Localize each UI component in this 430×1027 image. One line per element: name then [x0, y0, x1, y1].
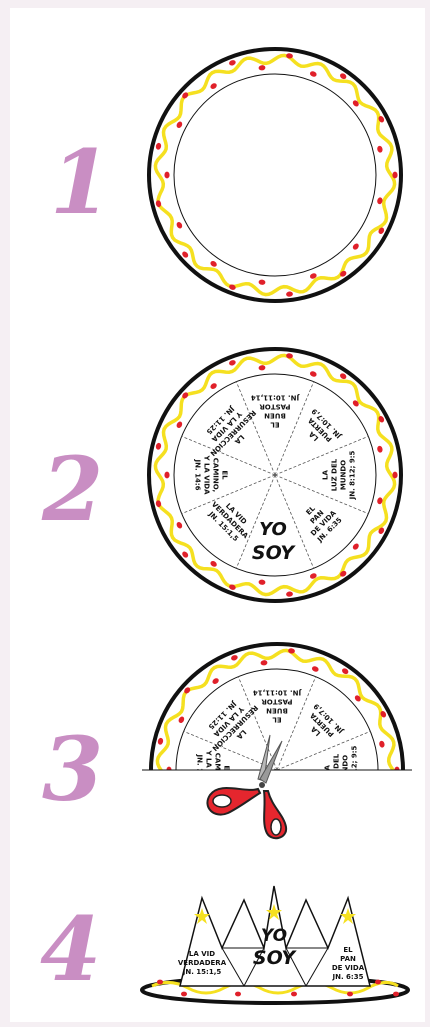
wedge-text-line: JN. 14:6 [194, 459, 202, 491]
wedge-text-line: LA [322, 469, 330, 479]
red-dot [181, 992, 187, 997]
inner-circle [174, 74, 376, 276]
crown-soy: SOY [253, 947, 297, 969]
wedge-text-line: PASTOR [261, 698, 293, 706]
red-dot [157, 980, 163, 985]
red-dot [393, 992, 399, 997]
red-dot [375, 980, 381, 985]
red-dot [347, 992, 353, 997]
paper-plate-plain [145, 45, 405, 305]
red-dot [164, 172, 169, 179]
crown-label-line: LA VID [189, 950, 215, 958]
crown-label-line: PAN [340, 955, 356, 963]
soy-text: SOY [252, 542, 296, 564]
step-number-4: 4 [40, 905, 101, 993]
red-dot [392, 172, 397, 179]
wedge-text-line: PASTOR [259, 403, 291, 411]
wedge-text-line: JN. 10:11,14 [253, 689, 302, 697]
wedge-text-line: Y LA VIDA [203, 454, 211, 495]
crown-label-line: JN. 15:1,5 [182, 968, 222, 976]
wedge-text-line: BUEN [266, 707, 288, 715]
crown-label-line: EL [343, 946, 353, 954]
wedge-text-line: JN. 10:11,14 [251, 394, 300, 402]
yo-text: YO [259, 519, 287, 540]
wedge-text-line: EL [270, 421, 280, 429]
crown-label-line: JN. 6:35 [332, 973, 364, 981]
red-dot [235, 992, 241, 997]
wedge-text-line: JN. 8:12; 9:5 [349, 450, 357, 500]
step-number-1: 1 [50, 138, 111, 226]
scissors-icon [200, 735, 290, 845]
wedge-text-line: MUNDO [340, 460, 348, 490]
wedge-text-line: EL [272, 716, 282, 724]
red-dot [164, 472, 169, 479]
crown-label-line: VERDADERA [178, 959, 227, 967]
crown-label-line: DE VIDA [332, 964, 365, 972]
red-dot [392, 472, 397, 479]
wedge-text-line: BUEN [264, 412, 286, 420]
wedge-text-line: EL [221, 470, 229, 480]
step-number-3: 3 [42, 725, 103, 813]
wedge-text-line: CAMINO, [212, 458, 220, 492]
red-dot [291, 992, 297, 997]
wedge-text-line: LUZ DEL [331, 458, 339, 491]
step-number-2: 2 [42, 445, 103, 533]
crown-yo: YO [261, 926, 287, 946]
